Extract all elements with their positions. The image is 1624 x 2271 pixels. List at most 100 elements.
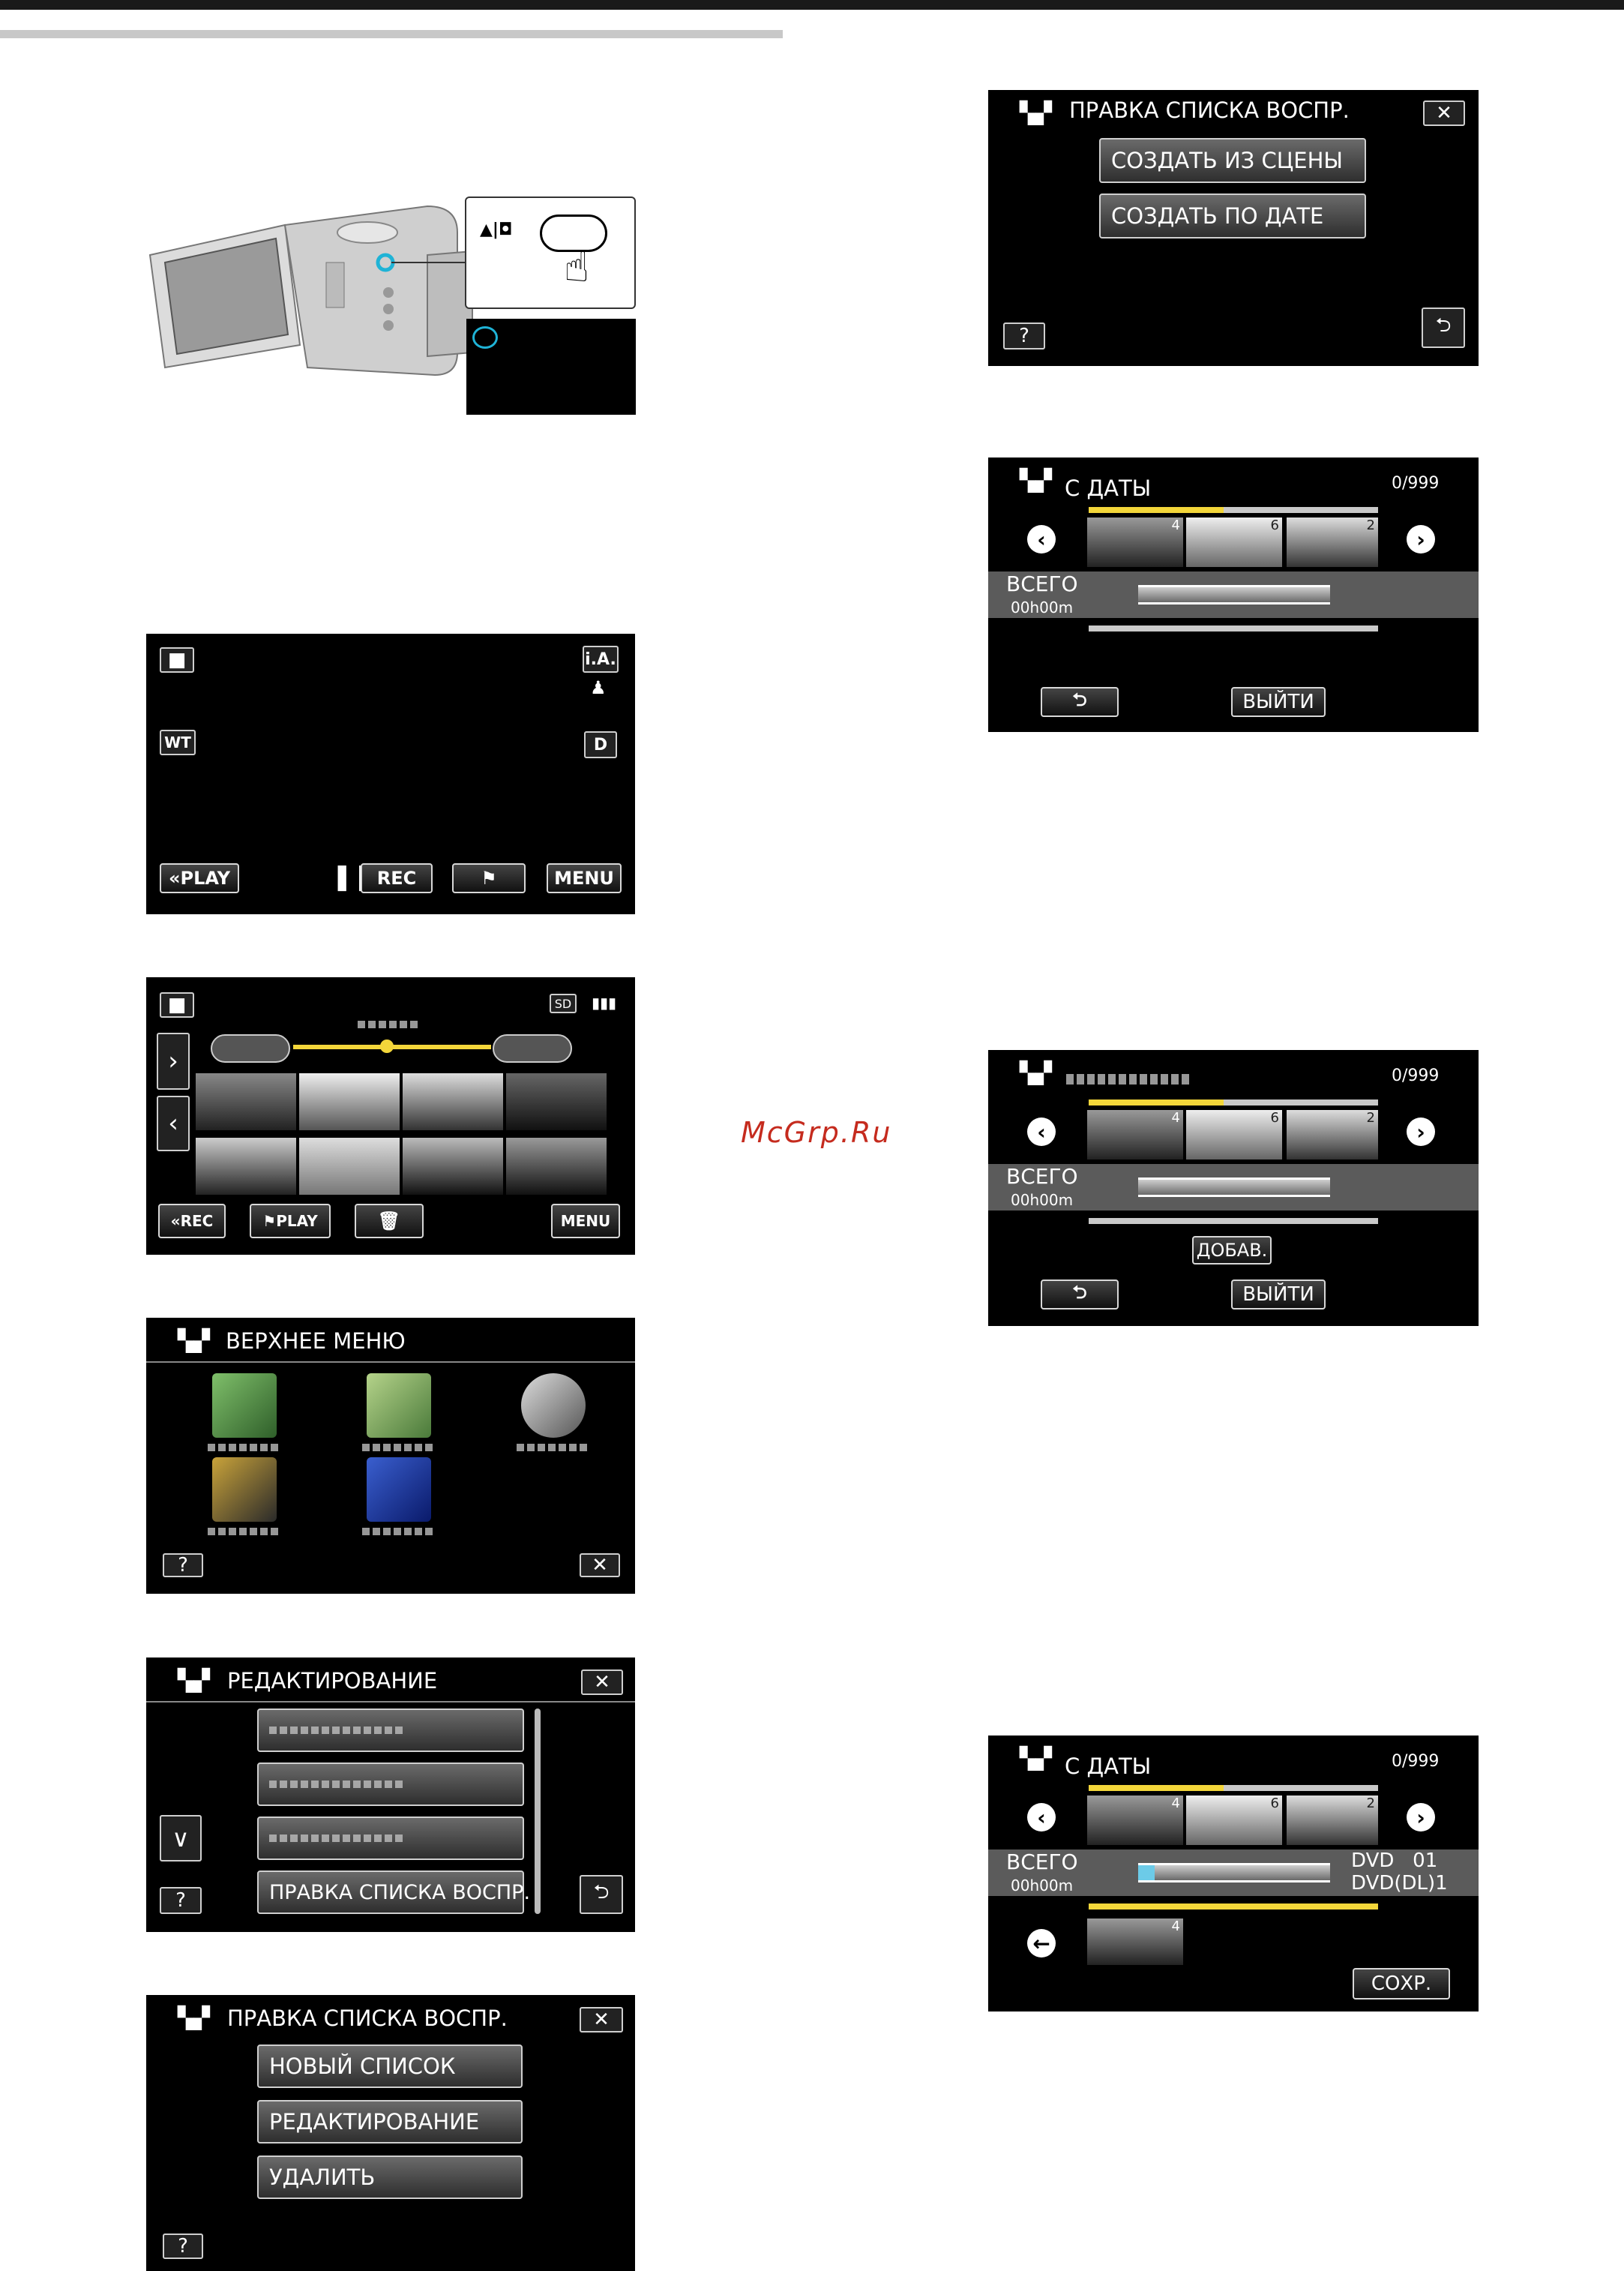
by-date-save-screen: ▚▞ С ДАТЫ 0/999 ‹ 4 6 2 › ВСЕГО 00h00m D… <box>988 1736 1479 2012</box>
delete-playlist-button[interactable]: УДАЛИТЬ <box>257 2156 523 2199</box>
next-page-button[interactable]: › <box>157 1033 190 1090</box>
date-pill-right[interactable] <box>493 1034 572 1063</box>
back-button[interactable]: ⮌ <box>1041 687 1119 717</box>
screen-title: С ДАТЫ <box>1065 1754 1152 1779</box>
thumbnail[interactable] <box>506 1073 607 1130</box>
dvd-dl-count: DVD(DL)1 <box>1351 1872 1448 1894</box>
sd-card-icon[interactable] <box>367 1457 431 1522</box>
add-button[interactable]: ДОБАВ. <box>1192 1236 1272 1264</box>
save-button[interactable]: СОХР. <box>1353 1968 1450 2000</box>
thumbnail[interactable]: 4 <box>1087 518 1183 567</box>
thumbnail-number: 2 <box>1366 1110 1375 1126</box>
close-button[interactable]: ✕ <box>580 2007 623 2032</box>
video-mode-icon[interactable]: ■ <box>160 647 194 673</box>
slider-knob[interactable] <box>380 1040 394 1053</box>
date-pill-left[interactable] <box>211 1034 290 1063</box>
back-button[interactable]: ⮌ <box>1422 308 1465 348</box>
thumbnail[interactable] <box>196 1138 296 1195</box>
video-mode-icon: ▚▞ <box>1020 100 1053 125</box>
exit-button[interactable]: ВЫЙТИ <box>1231 687 1326 717</box>
new-playlist-button[interactable]: НОВЫЙ СПИСОК <box>257 2044 523 2088</box>
scene-counter: 0/999 <box>1392 1752 1440 1771</box>
thumbnail[interactable] <box>299 1073 400 1130</box>
edit-menu-item[interactable] <box>257 1816 524 1860</box>
flag-button[interactable]: ⚑ <box>452 863 526 893</box>
mode-button[interactable] <box>540 214 607 252</box>
selected-thumbnail[interactable]: 4 <box>1087 1918 1183 1965</box>
thumbnail-number: 4 <box>1171 1110 1180 1126</box>
back-button[interactable]: ⮌ <box>1041 1280 1119 1310</box>
d-button[interactable]: D <box>584 731 617 758</box>
edit-menu-icon[interactable] <box>367 1373 431 1438</box>
camcorder-drawing <box>148 205 473 376</box>
video-mode-icon: ▚▞ <box>178 1328 211 1353</box>
date-label <box>358 1021 418 1028</box>
help-button[interactable]: ? <box>163 1553 203 1577</box>
ia-button[interactable]: i.A. <box>583 646 619 673</box>
thumbnail[interactable] <box>403 1073 503 1130</box>
total-label: ВСЕГО <box>1006 1850 1078 1874</box>
video-mode-icon[interactable]: ■ <box>160 992 194 1018</box>
usb-connect-icon[interactable] <box>212 1457 277 1522</box>
flag-play-button[interactable]: ⚑PLAY <box>250 1204 331 1238</box>
prev-arrow-icon[interactable]: ‹ <box>1027 1118 1056 1146</box>
next-arrow-icon[interactable]: › <box>1407 1803 1435 1832</box>
delete-button[interactable]: 🗑 <box>355 1204 424 1238</box>
wt-button[interactable]: WT <box>160 730 196 755</box>
thumbnail[interactable]: 2 <box>1287 1796 1378 1845</box>
camera-illustration: ▲|◘ ☝ <box>142 180 637 428</box>
blurred-label <box>269 1834 404 1842</box>
video-mode-icon: ▚▞ <box>1020 1746 1053 1771</box>
menu-button[interactable]: MENU <box>551 1204 620 1238</box>
edit-menu-item[interactable] <box>257 1708 524 1752</box>
edit-playlist-button[interactable]: РЕДАКТИРОВАНИЕ <box>257 2100 523 2144</box>
thumbnail[interactable]: 4 <box>1087 1796 1183 1845</box>
chevron-down-icon: ∨ <box>172 1824 190 1852</box>
by-date-screen: ▚▞ С ДАТЫ 0/999 ‹ 4 6 2 › ВСЕГО 00h00m ⮌… <box>988 458 1479 732</box>
thumbnail[interactable]: 6 <box>1186 1796 1282 1845</box>
thumbnail[interactable]: 2 <box>1287 1110 1378 1160</box>
thumbnail-number: 6 <box>1270 1796 1279 1811</box>
screen-title: ПРАВКА СПИСКА ВОСПР. <box>1069 98 1350 123</box>
thumbnail[interactable]: 2 <box>1287 518 1378 567</box>
prev-arrow-icon[interactable]: ‹ <box>1027 525 1056 554</box>
create-from-scene-button[interactable]: СОЗДАТЬ ИЗ СЦЕНЫ <box>1099 138 1366 183</box>
playlist-edit-button[interactable]: ПРАВКА СПИСКА ВОСПР. <box>257 1870 530 1914</box>
edit-menu-item[interactable] <box>257 1762 524 1806</box>
help-button[interactable]: ? <box>163 2234 203 2259</box>
settings-gear-icon[interactable] <box>521 1373 586 1438</box>
close-button[interactable]: ✕ <box>580 1553 620 1577</box>
back-button[interactable]: ⮌ <box>580 1875 623 1914</box>
section-divider <box>0 30 783 38</box>
scene-counter: 0/999 <box>1392 1066 1440 1085</box>
menu-button[interactable]: MENU <box>547 863 622 893</box>
help-button[interactable]: ? <box>160 1887 202 1914</box>
close-button[interactable]: ✕ <box>1423 100 1465 126</box>
thumbnail[interactable] <box>506 1138 607 1195</box>
menu-label <box>362 1528 436 1535</box>
thumbnail[interactable]: 6 <box>1186 518 1282 567</box>
scroll-down-button[interactable]: ∨ <box>160 1815 202 1862</box>
thumbnail[interactable] <box>403 1138 503 1195</box>
scrollbar[interactable] <box>535 1708 541 1914</box>
thumbnail[interactable]: 4 <box>1087 1110 1183 1160</box>
thumbnail[interactable] <box>196 1073 296 1130</box>
exit-button[interactable]: ВЫЙТИ <box>1231 1280 1326 1310</box>
close-button[interactable]: ✕ <box>581 1670 623 1695</box>
thumbnail[interactable]: 6 <box>1186 1110 1282 1160</box>
next-arrow-icon[interactable]: › <box>1407 525 1435 554</box>
play-mode-button[interactable]: «PLAY <box>160 863 239 893</box>
video-menu-icon[interactable] <box>212 1373 277 1438</box>
create-playlist-screen: ▚▞ ПРАВКА СПИСКА ВОСПР. ✕ СОЗДАТЬ ИЗ СЦЕ… <box>988 90 1479 366</box>
prev-arrow-icon[interactable]: ‹ <box>1027 1803 1056 1832</box>
prev-page-button[interactable]: ‹ <box>157 1096 190 1151</box>
rec-mode-button[interactable]: «REC <box>158 1204 226 1238</box>
thumbnail[interactable] <box>299 1138 400 1195</box>
blurred-date-title <box>1066 1074 1192 1084</box>
create-by-date-button[interactable]: СОЗДАТЬ ПО ДАТЕ <box>1099 194 1366 238</box>
back-arrow-icon[interactable]: ← <box>1027 1929 1056 1958</box>
help-button[interactable]: ? <box>1003 322 1045 350</box>
next-arrow-icon[interactable]: › <box>1407 1118 1435 1146</box>
total-label: ВСЕГО <box>1006 1164 1078 1189</box>
rec-button[interactable]: REC <box>361 863 433 893</box>
